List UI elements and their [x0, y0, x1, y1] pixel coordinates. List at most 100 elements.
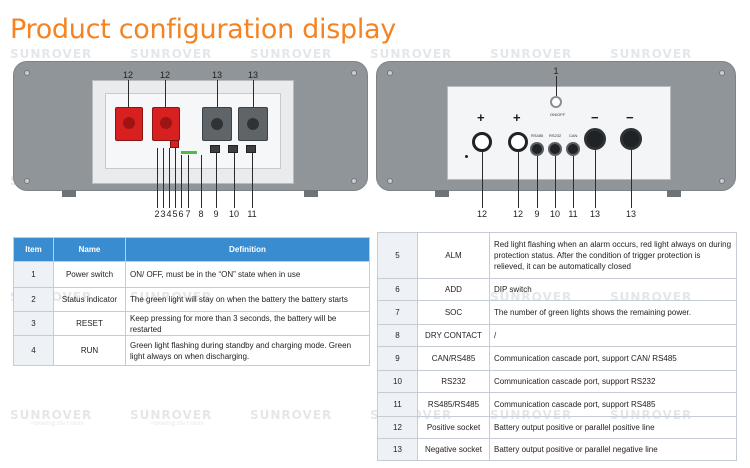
table-row: 7 SOC The number of green lights shows t… [377, 300, 737, 325]
cell-definition: Communication cascade port, support RS48… [489, 392, 737, 417]
cell-name: Status indicator [53, 287, 126, 312]
callout-11: 11 [247, 209, 257, 219]
positive-socket-2[interactable] [152, 107, 180, 141]
watermark: SUNROVER [130, 408, 213, 422]
table-row: 10 RS232 Communication cascade port, sup… [377, 370, 737, 393]
watermark-slogan: Powering the Future [30, 421, 85, 427]
table-row: 4 RUN Green light flashing during standb… [13, 335, 370, 366]
table-header-row: Item Name Definition [13, 237, 370, 262]
table-row: 1 Power switch ON/ OFF, must be in the “… [13, 261, 370, 288]
minus-sign: − [591, 110, 599, 125]
watermark: SUNROVER [130, 47, 213, 61]
watermark: SUNROVER [10, 408, 93, 422]
power-switch-round[interactable] [550, 96, 562, 108]
callout-12: 12 [122, 70, 133, 80]
callout-7: 7 [185, 209, 191, 219]
cell-name: RS232 [417, 370, 490, 393]
cell-item: 7 [377, 300, 418, 325]
watermark: SUNROVER [10, 47, 93, 61]
cell-item: 2 [13, 287, 54, 312]
reset-hole[interactable] [465, 155, 468, 158]
switch-label: ON/OFF [550, 112, 566, 117]
cell-item: 13 [377, 438, 418, 461]
cell-item: 9 [377, 346, 418, 371]
header-definition: Definition [125, 237, 370, 262]
minus-sign: − [626, 110, 634, 125]
callout-12: 12 [476, 209, 487, 219]
cell-name: Negative socket [417, 438, 490, 461]
cell-item: 10 [377, 370, 418, 393]
port-label-rs232: RS232 [549, 133, 562, 138]
callout-13: 13 [589, 209, 600, 219]
cell-item: 6 [377, 278, 418, 301]
callout-10: 10 [228, 209, 239, 219]
watermark: SUNROVER [370, 47, 453, 61]
callout-8: 8 [198, 209, 204, 219]
positive-socket-1[interactable] [472, 132, 492, 152]
port-label-can: CAN [569, 133, 578, 138]
rs232-port[interactable] [548, 142, 562, 156]
table-row: 3 RESET Keep pressing for more than 3 se… [13, 311, 370, 336]
cell-name: RESET [53, 311, 126, 336]
cell-definition: Battery output positive or parallel posi… [489, 416, 737, 439]
cell-definition: Red light flashing when an alarm occurs,… [489, 232, 737, 279]
cell-definition: Keep pressing for more than 3 seconds, t… [125, 311, 370, 336]
callout-5: 5 [172, 209, 178, 219]
negative-socket-1[interactable] [202, 107, 232, 141]
power-switch[interactable] [170, 140, 179, 148]
cell-name: RUN [53, 335, 126, 366]
cell-definition: / [489, 324, 737, 347]
negative-socket-2[interactable] [620, 128, 642, 150]
can-port[interactable] [210, 145, 220, 153]
watermark-slogan: Powering the Future [150, 421, 205, 427]
callout-2: 2 [154, 209, 160, 219]
cell-name: RS485/RS485 [417, 392, 490, 417]
cell-name: DRY CONTACT [417, 324, 490, 347]
cell-definition: Green light flashing during standby and … [125, 335, 370, 366]
watermark: SUNROVER [250, 47, 333, 61]
cell-definition: Battery output positive or parallel nega… [489, 438, 737, 461]
plus-sign: + [513, 110, 521, 125]
header-name: Name [53, 237, 126, 262]
cell-item: 5 [377, 232, 418, 279]
callout-6: 6 [178, 209, 184, 219]
callout-13: 13 [211, 70, 222, 80]
table-row: 9 CAN/RS485 Communication cascade port, … [377, 346, 737, 371]
cell-item: 11 [377, 392, 418, 417]
cell-item: 4 [13, 335, 54, 366]
callout-13: 13 [247, 70, 258, 80]
cell-definition: The number of green lights shows the rem… [489, 300, 737, 325]
positive-socket-1[interactable] [115, 107, 143, 141]
cell-definition: Communication cascade port, support CAN/… [489, 346, 737, 371]
callout-1: 1 [553, 66, 559, 76]
watermark: SUNROVER [610, 47, 693, 61]
cell-name: Positive socket [417, 416, 490, 439]
callout-11: 11 [568, 209, 578, 219]
cell-item: 3 [13, 311, 54, 336]
negative-socket-1[interactable] [584, 128, 606, 150]
rs485-port[interactable] [246, 145, 256, 153]
rs485-port[interactable] [566, 142, 580, 156]
indicator-leds [181, 151, 197, 154]
cell-name: ALM [417, 232, 490, 279]
watermark: SUNROVER [250, 408, 333, 422]
port-label-rs485: RS485 [531, 133, 544, 138]
table-row: 13 Negative socket Battery output positi… [377, 438, 737, 461]
battery-rear-panel-left [13, 61, 368, 197]
definition-table-left: Item Name Definition 1 Power switch ON/ … [13, 237, 370, 366]
can-rs485-port[interactable] [530, 142, 544, 156]
cell-definition: The green light will stay on when the ba… [125, 287, 370, 312]
header-item: Item [13, 237, 54, 262]
positive-socket-2[interactable] [508, 132, 528, 152]
cell-definition: DIP switch [489, 278, 737, 301]
callout-10: 10 [549, 209, 560, 219]
table-row: 8 DRY CONTACT / [377, 324, 737, 347]
cell-name: ADD [417, 278, 490, 301]
cell-definition: ON/ OFF, must be in the “ON” state when … [125, 261, 370, 288]
table-row: 5 ALM Red light flashing when an alarm o… [377, 232, 737, 279]
negative-socket-2[interactable] [238, 107, 268, 141]
rs232-port[interactable] [228, 145, 238, 153]
cell-name: Power switch [53, 261, 126, 288]
cell-item: 8 [377, 324, 418, 347]
table-row: 6 ADD DIP switch [377, 278, 737, 301]
